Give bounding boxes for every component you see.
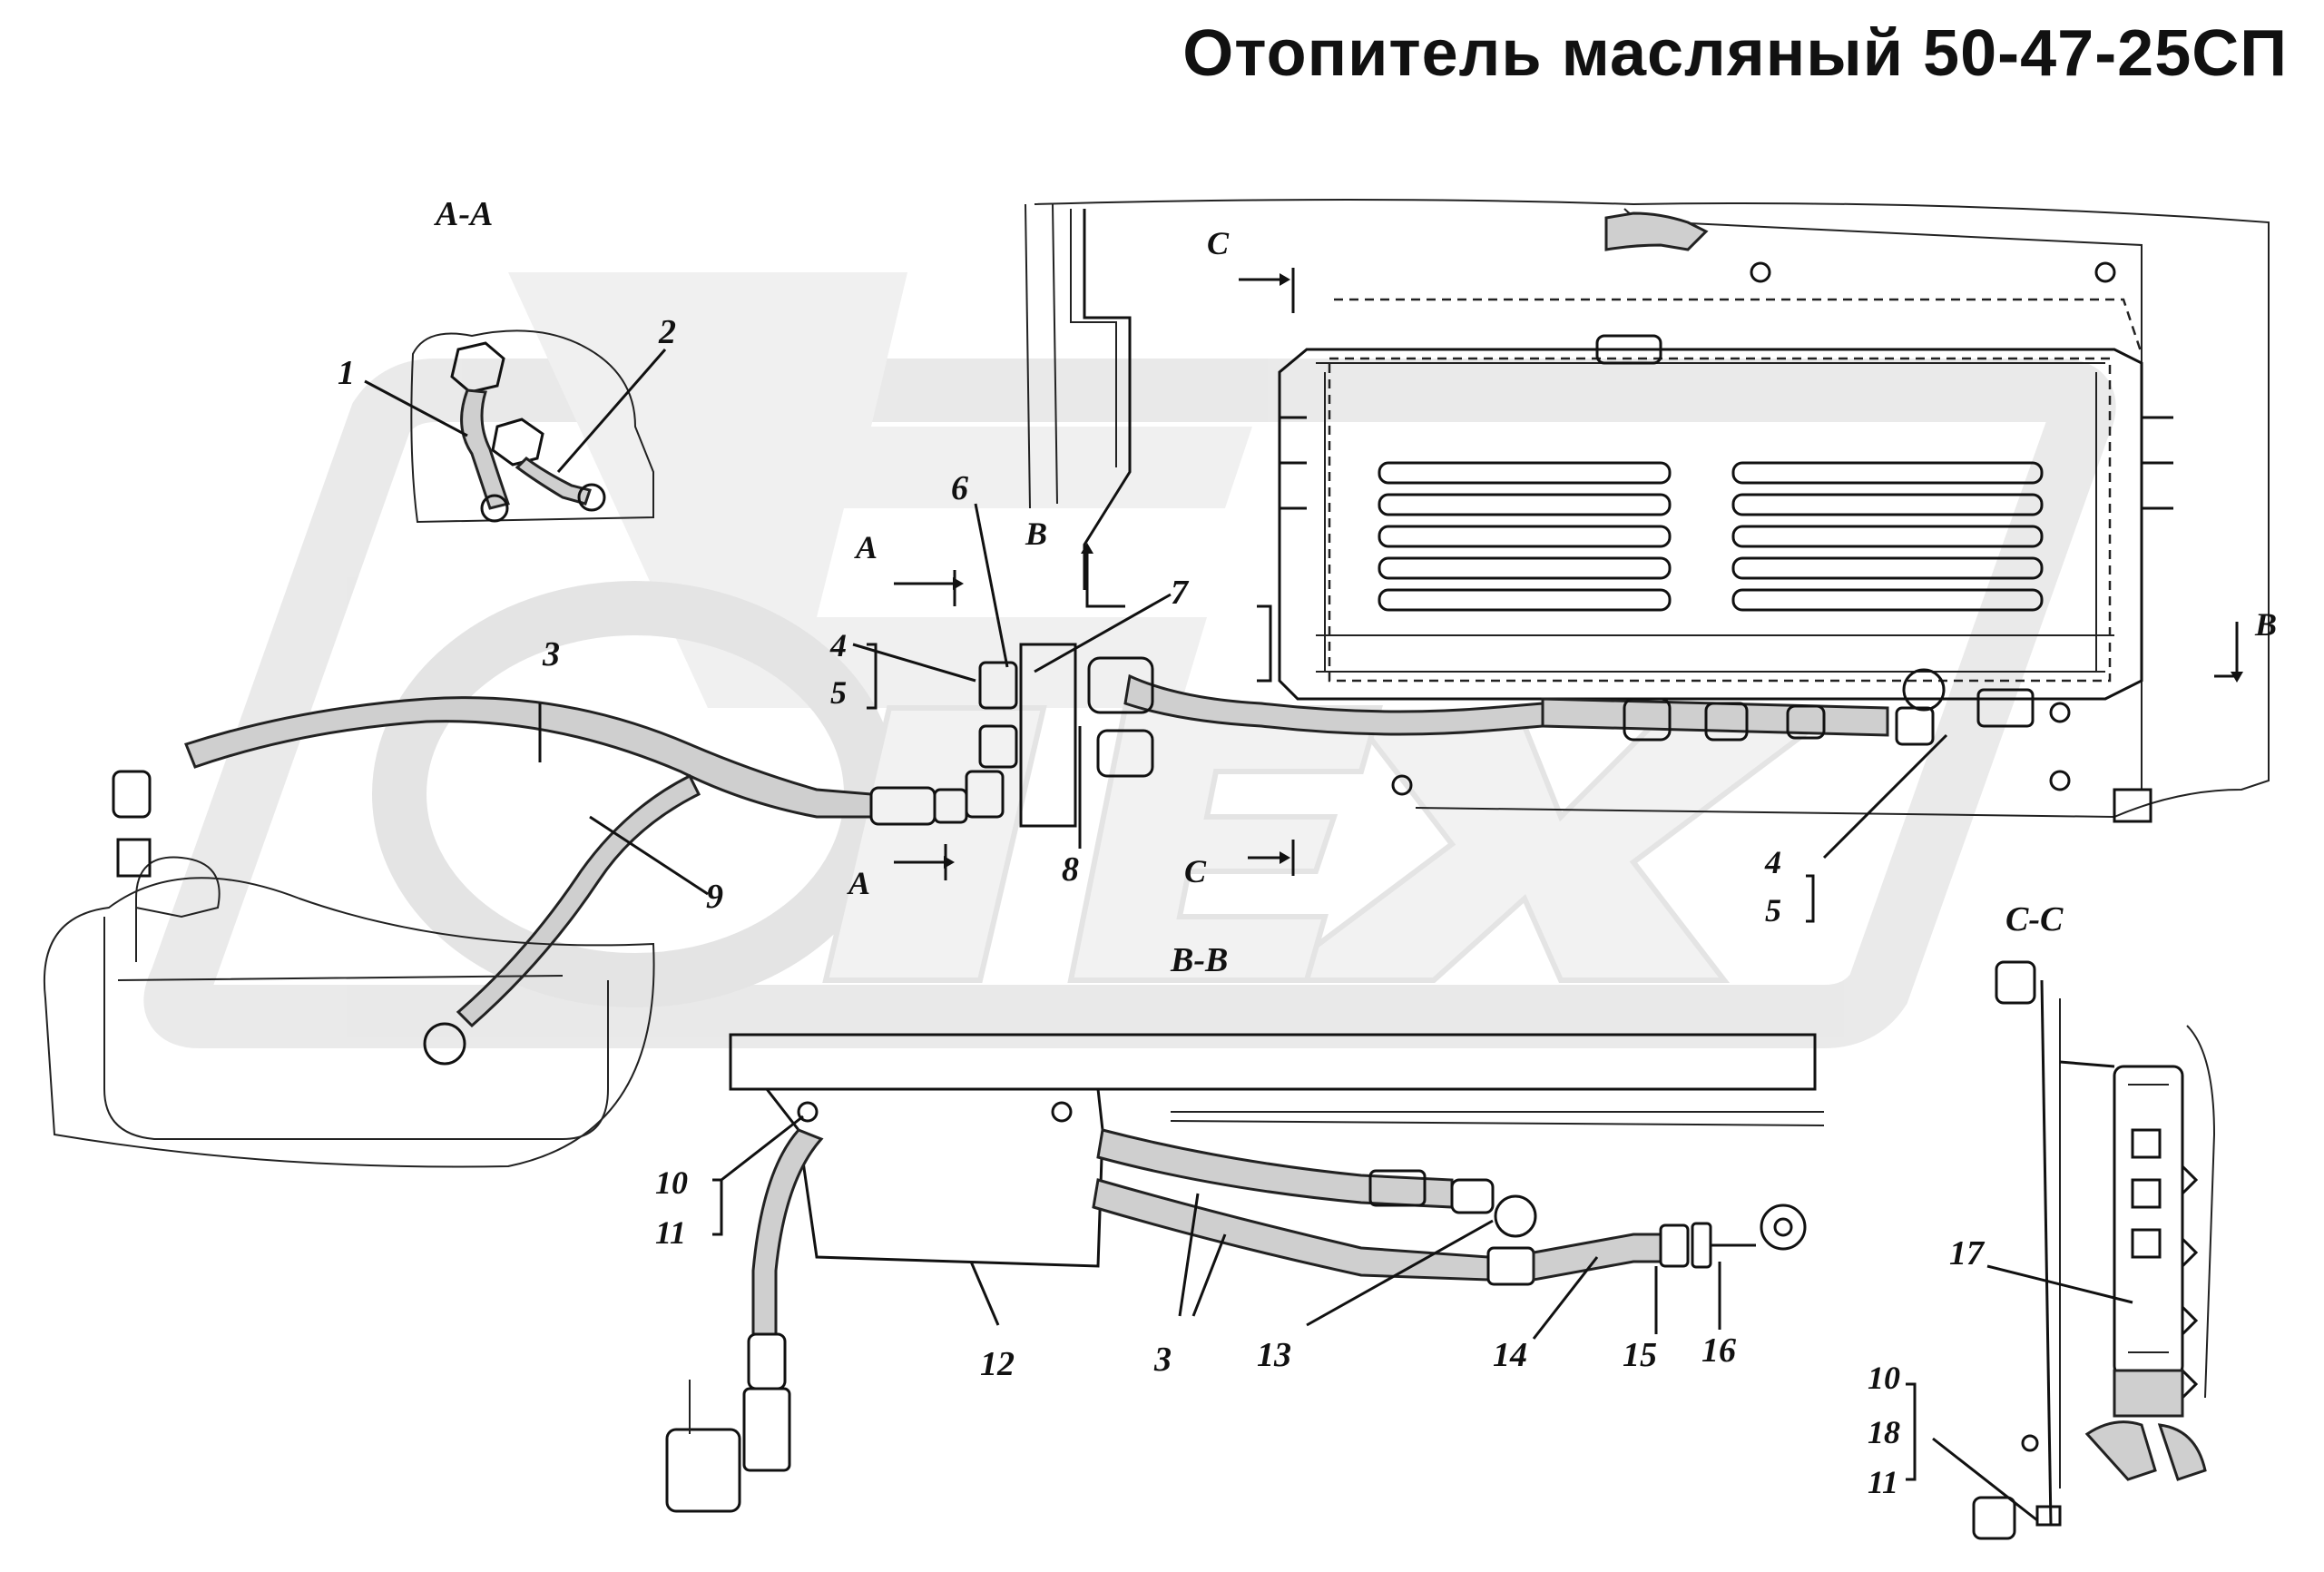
callout-18: 18 (1868, 1414, 1900, 1450)
label-b-b: B-B (1170, 941, 1228, 979)
louvres-left (1378, 461, 1672, 612)
callout-10-left: 10 (655, 1164, 688, 1201)
callout-1: 1 (338, 354, 355, 392)
callout-11-left: 11 (655, 1214, 686, 1251)
label-section-c-top: C (1207, 225, 1230, 261)
callout-7: 7 (1171, 574, 1190, 612)
callout-9: 9 (706, 878, 723, 916)
label-a-a: A-A (434, 195, 493, 233)
callout-3-top: 3 (542, 635, 560, 673)
page-title: Отопитель масляный 50-47-25СП (1182, 17, 2288, 90)
callout-4-right: 4 (1764, 844, 1781, 880)
detail-a-a (364, 329, 667, 524)
callout-14: 14 (1493, 1336, 1527, 1374)
label-section-b-left: B (1025, 516, 1047, 552)
callout-16: 16 (1701, 1331, 1736, 1370)
callout-6: 6 (951, 469, 968, 507)
label-section-a-bottom: A (847, 865, 870, 901)
section-markers (894, 268, 2243, 880)
callout-17: 17 (1949, 1234, 1986, 1272)
callout-8: 8 (1062, 850, 1079, 889)
detail-c-c (1972, 960, 2216, 1540)
louvres-right (1731, 461, 2044, 612)
callout-10-right: 10 (1868, 1360, 1900, 1396)
label-section-b-right: B (2254, 606, 2277, 643)
label-section-c-bottom: C (1184, 853, 1207, 889)
callout-4-left: 4 (829, 627, 847, 663)
label-section-a-top: A (854, 529, 878, 565)
label-c-c: C-C (2005, 900, 2064, 938)
callout-13: 13 (1257, 1336, 1291, 1374)
callout-2: 2 (658, 313, 676, 351)
detail-b-b (665, 1033, 1825, 1513)
callout-5-right: 5 (1765, 892, 1781, 928)
callout-5-left: 5 (830, 674, 847, 711)
callout-3-bottom: 3 (1153, 1341, 1172, 1379)
callout-15: 15 (1623, 1336, 1657, 1374)
callout-12: 12 (980, 1345, 1015, 1383)
leader-lines (538, 503, 2133, 1522)
callout-11-right: 11 (1868, 1464, 1898, 1500)
